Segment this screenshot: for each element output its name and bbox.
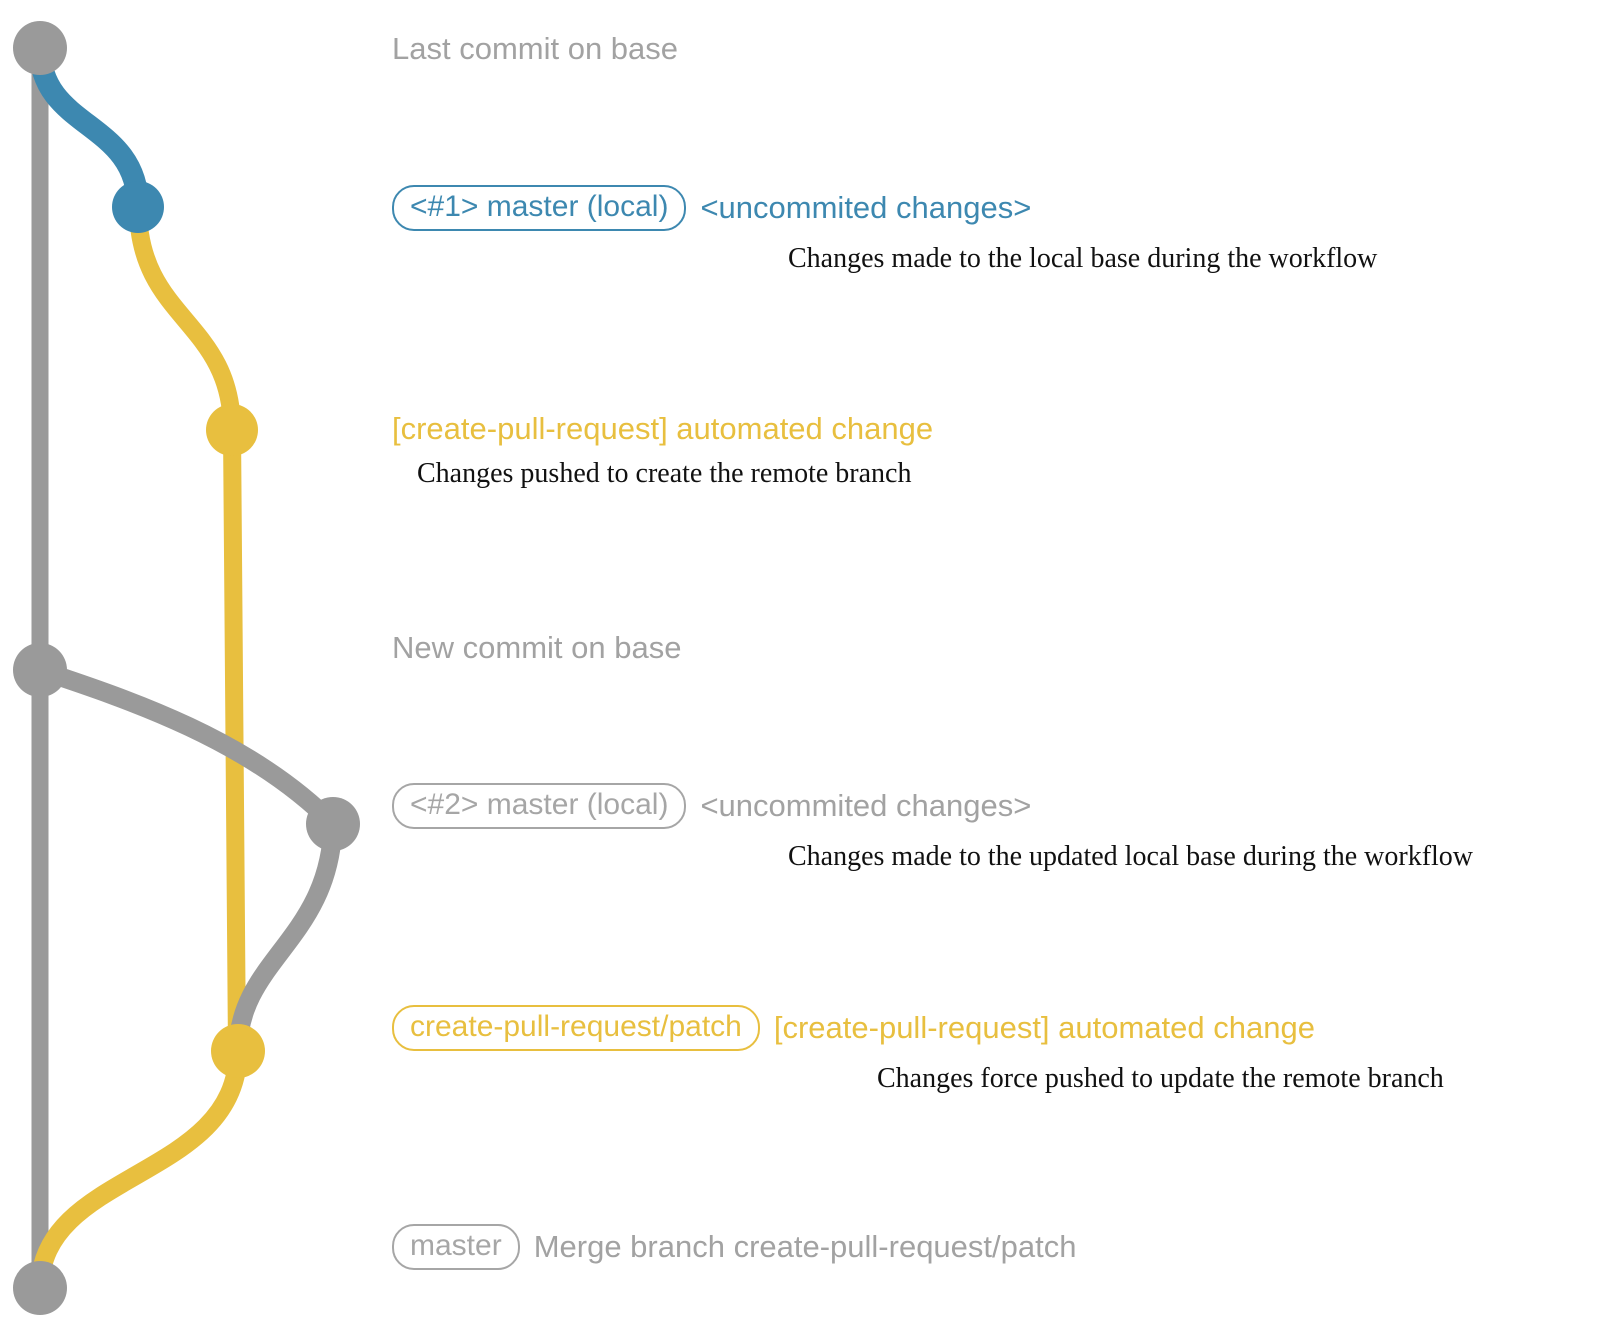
- commit-message: Last commit on base: [392, 31, 679, 66]
- row-head: [create-pull-request] automated change: [392, 411, 934, 446]
- row-head: master Merge branch create-pull-request/…: [392, 1224, 1076, 1270]
- yellow-branch-line-1: [129, 198, 241, 439]
- commit-message: New commit on base: [392, 630, 682, 665]
- annotation-merge-branch: master Merge branch create-pull-request/…: [392, 1224, 1076, 1270]
- commit-description: Changes force pushed to update the remot…: [877, 1063, 1444, 1094]
- commit-message: Merge branch create-pull-request/patch: [533, 1228, 1077, 1264]
- branch-pill-master-local-1[interactable]: <#1> master (local): [392, 185, 687, 231]
- yellow-merge-line: [30, 1041, 248, 1298]
- commit-description: Changes made to the updated local base d…: [788, 841, 1474, 872]
- annotation-master-local-1: <#1> master (local) <uncommited changes>…: [392, 185, 1377, 275]
- node-master-merge[interactable]: [13, 1261, 67, 1315]
- commit-message: [create-pull-request] automated change: [773, 1009, 1315, 1045]
- node-local-1[interactable]: [112, 181, 164, 233]
- git-graph: [13, 21, 360, 1315]
- commit-message: [create-pull-request] automated change: [392, 411, 934, 446]
- node-base-new[interactable]: [13, 643, 67, 697]
- annotation-automated-change-1: [create-pull-request] automated change C…: [392, 411, 934, 490]
- node-patch-1[interactable]: [206, 404, 258, 456]
- row-head: Last commit on base: [392, 31, 679, 66]
- branch-pill-create-pull-request-patch[interactable]: create-pull-request/patch: [392, 1005, 760, 1051]
- branch-pill-master-local-2[interactable]: <#2> master (local): [392, 783, 687, 829]
- commit-description: Changes made to the local base during th…: [788, 243, 1378, 274]
- node-patch-2[interactable]: [211, 1024, 265, 1078]
- node-local-2[interactable]: [306, 797, 360, 851]
- blue-branch-line: [29, 37, 149, 218]
- branch-pill-master[interactable]: master: [392, 1224, 520, 1270]
- row-head: create-pull-request/patch [create-pull-r…: [392, 1005, 1444, 1051]
- annotation-automated-change-2: create-pull-request/patch [create-pull-r…: [392, 1005, 1444, 1095]
- annotation-new-commit-on-base: New commit on base: [392, 630, 682, 665]
- gray-branch-line-to-patch2: [228, 814, 343, 1061]
- annotation-master-local-2: <#2> master (local) <uncommited changes>…: [392, 783, 1473, 873]
- commit-description: Changes pushed to create the remote bran…: [417, 458, 912, 490]
- node-base-top[interactable]: [13, 21, 67, 75]
- commit-message: <uncommited changes>: [700, 189, 1032, 225]
- row-head: <#1> master (local) <uncommited changes>: [392, 185, 1377, 231]
- row-head: New commit on base: [392, 630, 682, 665]
- commit-message: <uncommited changes>: [700, 787, 1032, 823]
- row-head: <#2> master (local) <uncommited changes>: [392, 783, 1473, 829]
- annotation-last-commit-on-base: Last commit on base: [392, 31, 679, 66]
- gray-branch-line-to-local2: [30, 660, 343, 834]
